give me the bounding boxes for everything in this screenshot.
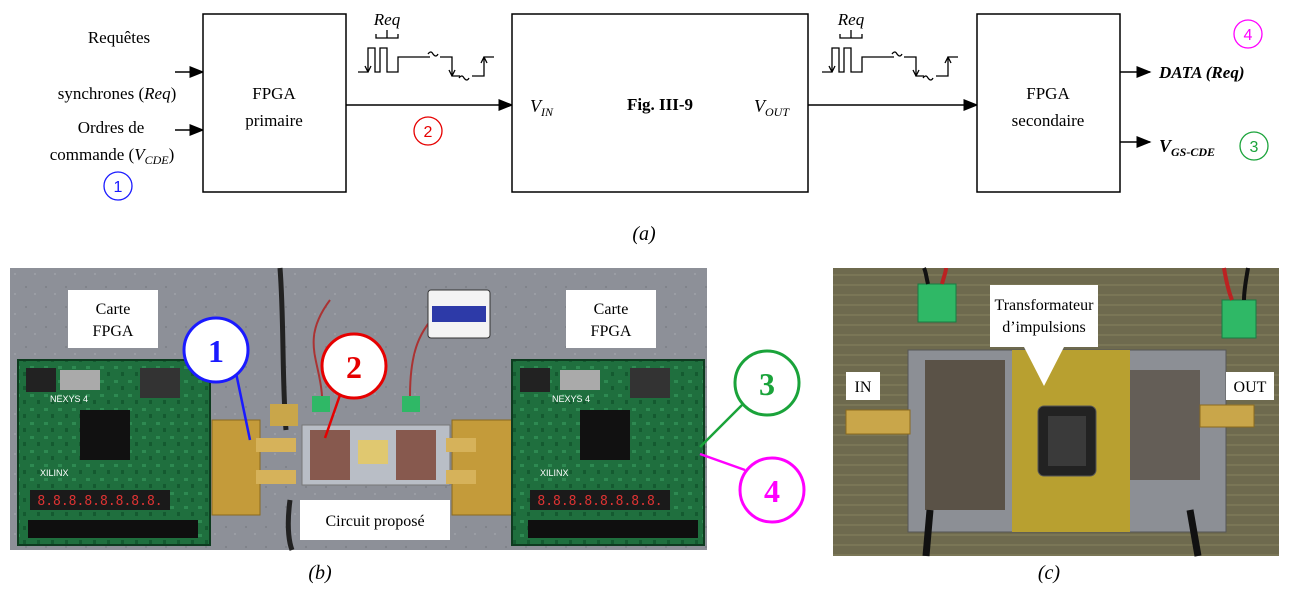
card-right-line2: FPGA <box>591 323 632 340</box>
board-right-display-digits: 8.8.8.8.8.8.8.8. <box>537 494 662 509</box>
sma-connector-top <box>270 404 298 426</box>
callout-4-label: 4 <box>764 473 780 509</box>
terminal-block-right <box>402 396 420 412</box>
marker-2-label: 2 <box>424 124 433 141</box>
output-vgs-label: VGS-CDE <box>1159 136 1215 159</box>
in-label: IN <box>855 379 872 396</box>
transformer-label-line1: Transformateur <box>995 297 1095 314</box>
fpga-secondary-block <box>977 14 1120 192</box>
out-label: OUT <box>1234 379 1267 396</box>
input-commands-line1: Ordres de <box>78 118 145 137</box>
circuit-primary-side <box>310 430 350 480</box>
probe-left <box>926 510 930 556</box>
circuit-block-title: Fig. III-9 <box>627 95 693 114</box>
board-left-brand: XILINX <box>40 468 69 478</box>
board-right-usb <box>560 370 600 390</box>
callout-2-label: 2 <box>346 349 362 385</box>
marker-3-label: 3 <box>1250 139 1259 156</box>
board-left-chip <box>80 410 130 460</box>
secondary-circuit-traces <box>1130 370 1200 480</box>
pulse-transformer-inner <box>1048 416 1086 466</box>
board-left-display-digits: 8.8.8.8.8.8.8.8. <box>37 494 162 509</box>
marker-4-label: 4 <box>1244 27 1253 44</box>
caption-a: (a) <box>632 223 656 245</box>
card-right-line1: Carte <box>594 301 629 318</box>
adapter-board-right <box>452 420 512 515</box>
photo-c: Transformateur d’impulsions IN OUT <box>833 268 1279 556</box>
primary-circuit-traces <box>925 360 1005 510</box>
card-left-line2: FPGA <box>93 323 134 340</box>
board-right-connector <box>520 368 550 392</box>
output-data-label: DATA (Req) <box>1158 63 1244 82</box>
board-right-brand: XILINX <box>540 468 569 478</box>
board-left-connector <box>26 368 56 392</box>
input-requests-line1: Requêtes <box>88 28 150 47</box>
board-left-model: NEXYS 4 <box>50 394 88 404</box>
waveform-right-label: Req <box>837 10 865 29</box>
input-commands-line2: commande (VCDE) <box>50 145 175 167</box>
pulse-transformer <box>358 440 388 464</box>
caption-c: (c) <box>1038 562 1061 584</box>
waveform-left-label: Req <box>373 10 401 29</box>
caption-b: (b) <box>308 562 332 584</box>
board-left-switches <box>28 520 198 538</box>
board-right-chip <box>580 410 630 460</box>
transformer-label-line2: d’impulsions <box>1002 319 1086 336</box>
board-left-usb <box>60 370 100 390</box>
board-right-model: NEXYS 4 <box>552 394 590 404</box>
waveform-left <box>358 30 494 80</box>
sma-output <box>1200 405 1254 427</box>
sma-left-1 <box>256 438 296 452</box>
board-left-vga <box>140 368 180 398</box>
transformer-label-box <box>990 285 1098 347</box>
marker-1-label: 1 <box>114 179 123 196</box>
fpga-secondary-line1: FPGA <box>1026 84 1070 103</box>
callout-1-label: 1 <box>208 333 224 369</box>
fpga-primary-block <box>203 14 346 192</box>
terminal-block-left <box>312 396 330 412</box>
terminal-block-left-c <box>918 284 956 322</box>
board-right-switches <box>528 520 698 538</box>
battery-label-band <box>432 306 486 322</box>
sma-right-2 <box>446 470 476 484</box>
input-requests-line2: synchrones (Req) <box>58 84 177 103</box>
fpga-secondary-line2: secondaire <box>1012 111 1085 130</box>
terminal-block-right-c <box>1222 300 1256 338</box>
circuit-secondary-side <box>396 430 436 480</box>
sma-input <box>846 410 910 434</box>
callout-3-label: 3 <box>759 366 775 402</box>
fpga-primary-line2: primaire <box>245 111 303 130</box>
sma-left-2 <box>256 470 296 484</box>
fpga-primary-line1: FPGA <box>252 84 296 103</box>
card-left-line1: Carte <box>96 301 131 318</box>
block-diagram: Requêtes synchrones (Req) Ordres de comm… <box>50 10 1268 200</box>
circuit-label: Circuit proposé <box>325 513 424 530</box>
adapter-board-left <box>212 420 260 515</box>
sma-right-1 <box>446 438 476 452</box>
waveform-right <box>822 30 958 80</box>
photo-b: 8.8.8.8.8.8.8.8. NEXYS 4 XILINX Carte FP… <box>10 268 804 550</box>
board-right-vga <box>630 368 670 398</box>
